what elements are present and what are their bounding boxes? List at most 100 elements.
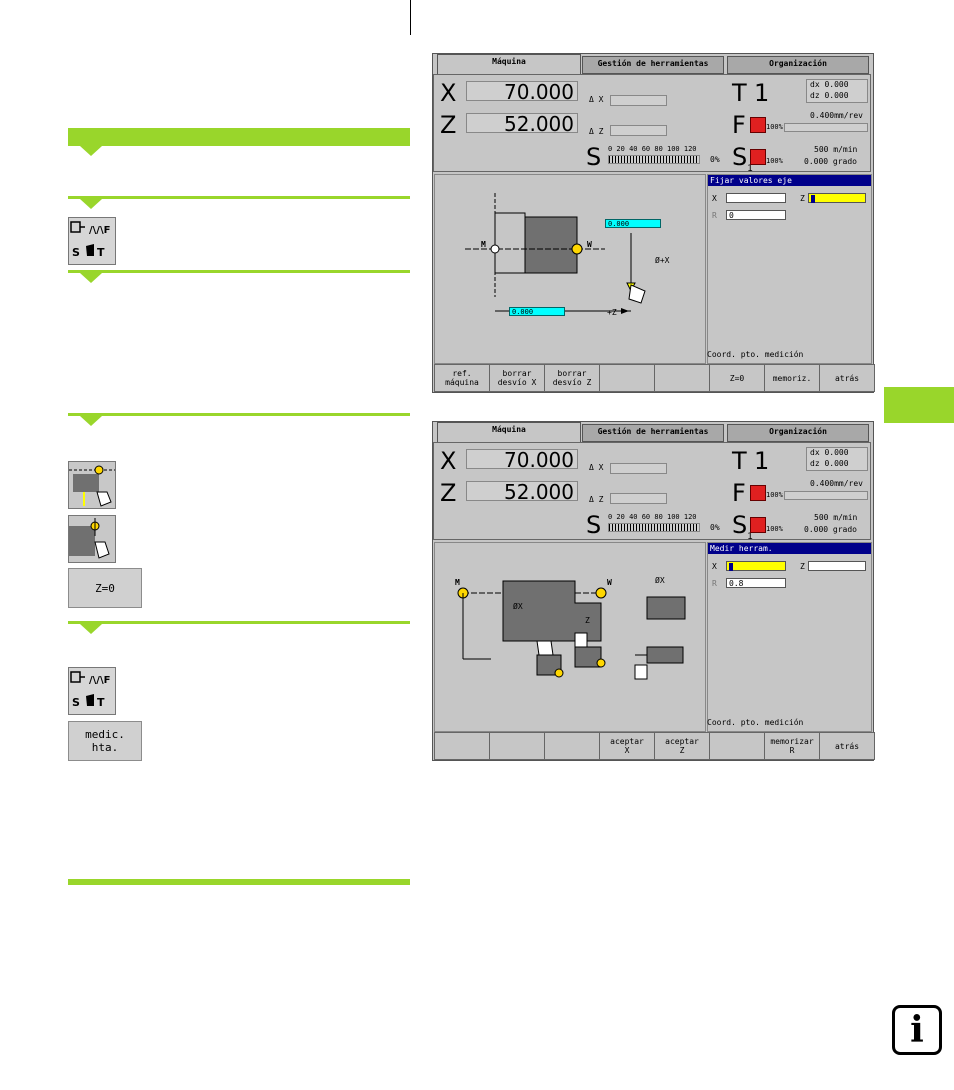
section-marker-2: [80, 199, 102, 209]
softkey-aceptar-z[interactable]: aceptar Z: [654, 732, 710, 760]
svg-text:S: S: [72, 696, 80, 709]
softkey-empty-1[interactable]: [434, 732, 490, 760]
spindle-load-bar: [608, 155, 700, 164]
field-x-label: X: [712, 194, 717, 203]
z-zero-button[interactable]: Z=0: [68, 568, 142, 608]
x-input[interactable]: [726, 561, 786, 571]
z-input[interactable]: [808, 193, 866, 203]
dialog-measure-tool: Medir herram. X Z R 0.8: [707, 542, 872, 732]
tool-offsets-box: [806, 79, 868, 103]
softkey-empty-2[interactable]: [654, 364, 710, 392]
feed-f-label: F: [732, 111, 746, 139]
screen-1: Máquina Gestión de herramientas Organiza…: [432, 53, 875, 393]
softkey-empty-4[interactable]: [709, 732, 765, 760]
x-input[interactable]: [726, 193, 786, 203]
tool-data-icon-top[interactable]: /\/\F S T: [68, 217, 116, 265]
screen-2: Máquina Gestión de herramientas Organiza…: [432, 421, 875, 761]
section-bar-3: [68, 270, 410, 273]
svg-text:T: T: [97, 696, 105, 709]
feed-bar: [784, 123, 868, 132]
tab-organizacion[interactable]: Organización: [727, 424, 869, 442]
softkey-memorizar-r[interactable]: memorizar R: [764, 732, 820, 760]
z-measure-field[interactable]: 0.000: [509, 307, 565, 316]
z-axis-value: 52.000: [466, 113, 578, 134]
spindle-scale: 0 20 40 60 80 100 120: [608, 145, 697, 153]
spindle-override-icon: [750, 517, 766, 533]
softkey-row: aceptar X aceptar Z memorizar R atrás: [433, 732, 875, 760]
svg-text:T: T: [97, 246, 105, 259]
tab-maquina[interactable]: Máquina: [437, 422, 581, 442]
tab-gestion-herramientas[interactable]: Gestión de herramientas: [582, 424, 724, 442]
feed-value: 0.400mm/rev: [810, 479, 863, 488]
medic-hta-button[interactable]: medic. hta.: [68, 721, 142, 761]
graphic-area: M W ØX Z ØX: [434, 542, 706, 732]
tool-number: 1: [754, 447, 770, 475]
tool-measure-diagram: M W ØX Z ØX: [455, 575, 686, 680]
graph-x2-label: ØX: [655, 575, 665, 585]
field-z-label: Z: [800, 562, 805, 571]
s1-letter: S: [732, 511, 748, 539]
graphic-area: M W Ø+X +Z 0.000 0.000: [434, 174, 706, 364]
softkey-empty-1[interactable]: [599, 364, 655, 392]
graph-z-label: +Z: [607, 308, 617, 317]
touch-x-graphic: [69, 462, 115, 508]
graph-z-label: Z: [585, 616, 590, 625]
softkey-atras[interactable]: atrás: [819, 364, 875, 392]
softkey-atras[interactable]: atrás: [819, 732, 875, 760]
softkey-memoriz[interactable]: memoriz.: [764, 364, 820, 392]
softkey-ref-maquina[interactable]: ref. máquina: [434, 364, 490, 392]
z-input[interactable]: [808, 561, 866, 571]
spindle-speed: 500 m/min: [814, 145, 858, 154]
r-input[interactable]: 0: [726, 210, 786, 220]
field-x-label: X: [712, 562, 717, 571]
spindle-pct: 100%: [766, 525, 783, 533]
dx-offset: dx 0.000: [810, 80, 849, 89]
input-cursor: [729, 562, 733, 571]
softkey-empty-2[interactable]: [489, 732, 545, 760]
tool-data-icon-bottom[interactable]: /\/\F S T: [68, 667, 116, 715]
r-input[interactable]: 0.8: [726, 578, 786, 588]
graph-m: M: [455, 578, 460, 587]
tool-data-icon-graphic: /\/\F S T: [70, 221, 110, 259]
x-axis-label: X: [440, 79, 457, 107]
softkey-empty-3[interactable]: [544, 732, 600, 760]
section-bar-2: [68, 196, 410, 199]
touch-z-icon[interactable]: [68, 515, 116, 563]
delta-z-label: Δ Z: [589, 495, 604, 504]
tool-t-label: T: [732, 447, 747, 475]
tab-organizacion[interactable]: Organización: [727, 56, 869, 74]
set-axis-diagram: M W Ø+X +Z: [465, 193, 670, 317]
tool-data-icon-graphic-2: /\/\F S T: [70, 671, 110, 709]
graph-m: M: [481, 240, 486, 249]
softkey-row: ref. máquina borrar desvío X borrar desv…: [433, 364, 875, 392]
section-marker-1: [80, 146, 102, 156]
z-axis-label: Z: [440, 111, 457, 139]
delta-x-bar: [610, 95, 667, 106]
s1-letter: S: [732, 143, 748, 171]
spindle-pct: 100%: [766, 157, 783, 165]
dx-offset: dx 0.000: [810, 448, 849, 457]
z-axis-label: Z: [440, 479, 457, 507]
field-r-label: R: [712, 579, 717, 588]
spindle-load-pct: 0%: [710, 155, 720, 164]
graph-x-label: ØX: [513, 601, 523, 611]
touch-x-icon[interactable]: [68, 461, 116, 509]
softkey-aceptar-x[interactable]: aceptar X: [599, 732, 655, 760]
x-measure-field[interactable]: 0.000: [605, 219, 661, 228]
chapter-tab: [884, 387, 954, 423]
x-axis-value: 70.000: [466, 449, 578, 470]
softkey-z-zero[interactable]: Z=0: [709, 364, 765, 392]
tool-number: 1: [754, 79, 770, 107]
softkey-borrar-desvio-z[interactable]: borrar desvío Z: [544, 364, 600, 392]
tab-maquina[interactable]: Máquina: [437, 54, 581, 74]
feed-override-icon: [750, 117, 766, 133]
tool-offsets-box: [806, 447, 868, 471]
status-text: Coord. pto. medición: [707, 718, 804, 727]
dialog-set-axis: Fijar valores eje X Z R 0: [707, 174, 872, 364]
feed-pct: 100%: [766, 491, 783, 499]
spindle-angle: 0.000 grado: [804, 525, 857, 534]
tab-gestion-herramientas[interactable]: Gestión de herramientas: [582, 56, 724, 74]
delta-z-bar: [610, 493, 667, 504]
feed-value: 0.400mm/rev: [810, 111, 863, 120]
softkey-borrar-desvio-x[interactable]: borrar desvío X: [489, 364, 545, 392]
